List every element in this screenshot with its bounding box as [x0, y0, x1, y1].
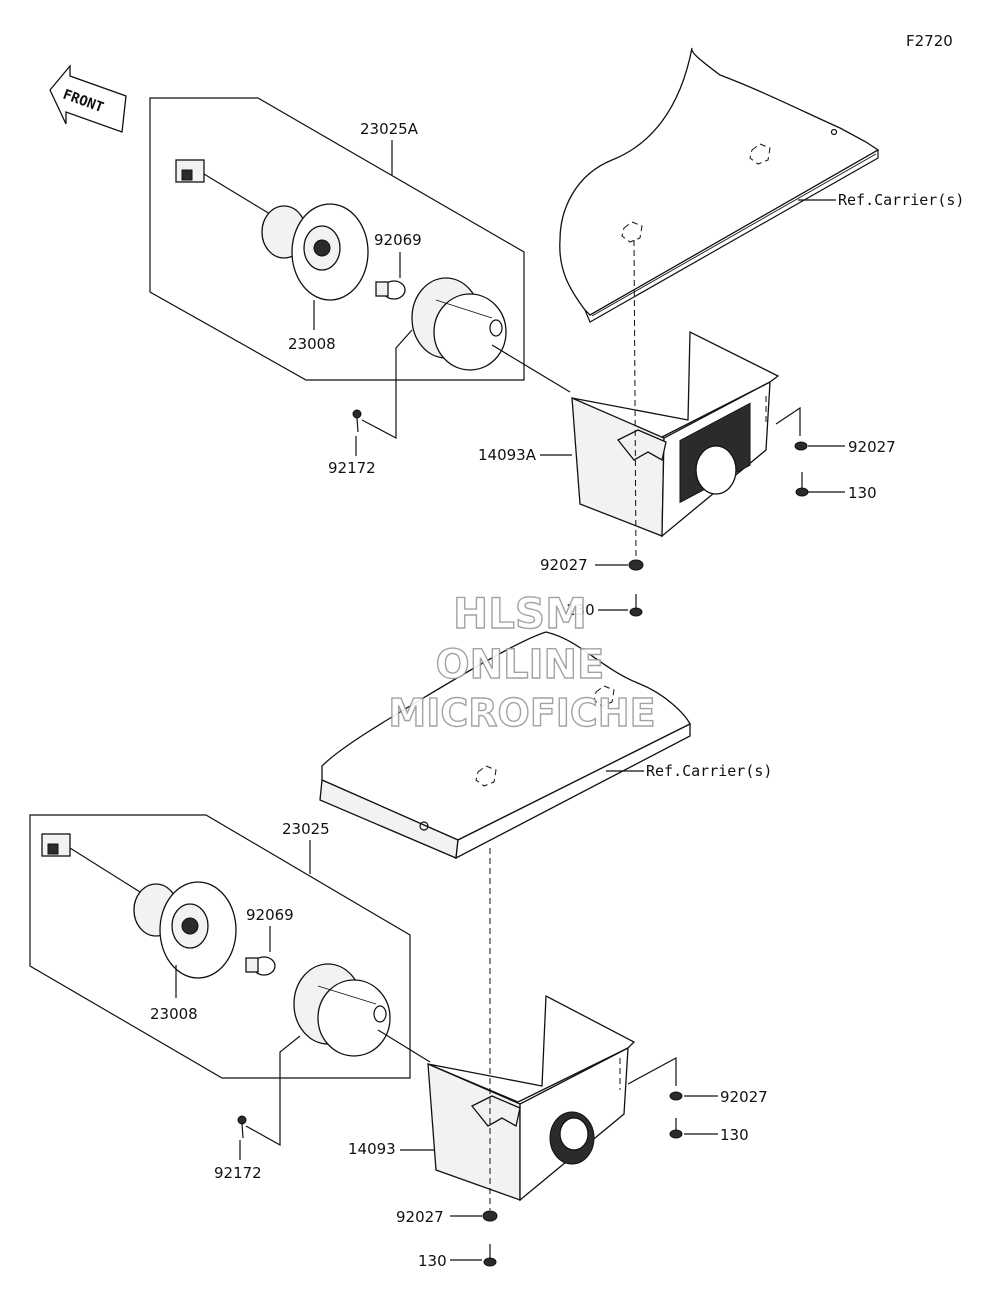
lower-right-nut-number: 92027: [720, 1088, 768, 1106]
lower-right-bolt-icon: [669, 1118, 683, 1139]
lower-bulb-number: 92069: [246, 906, 294, 924]
lower-screw-icon: [237, 1115, 247, 1139]
lower-kit-outline: [29, 814, 411, 1079]
upper-bracket-number: 14093A: [478, 446, 537, 464]
upper-screw-icon: [352, 409, 362, 433]
lower-lamp-housing: [293, 963, 391, 1057]
upper-bulb-icon: [375, 280, 406, 300]
diagram-code: F2720: [906, 32, 953, 50]
upper-socket-number: 23008: [288, 335, 336, 353]
upper-right-nut-icon: [794, 441, 808, 451]
lower-right-bolt-number: 130: [720, 1126, 749, 1144]
upper-bracket: [571, 330, 780, 538]
upper-bottom-nut-number: 92027: [540, 556, 588, 574]
front-arrow-icon: FRONT: [49, 64, 127, 133]
lower-right-nut-icon: [669, 1091, 683, 1101]
upper-lamp-housing: [411, 277, 507, 371]
lower-bulb-icon: [245, 956, 276, 976]
lower-lamp-kit-number: 23025: [282, 820, 330, 838]
watermark: HLSM ONLINE MICROFICHE: [388, 588, 657, 735]
upper-right-bolt-icon: [795, 472, 809, 497]
watermark-line2: ONLINE: [436, 642, 605, 688]
upper-bottom-nut-icon: [628, 559, 644, 571]
lower-screw-number: 92172: [214, 1164, 262, 1182]
upper-lamp-kit-number: 23025A: [360, 120, 419, 138]
upper-socket-harness: [175, 159, 369, 301]
upper-carrier: [559, 47, 880, 323]
upper-bottom-bolt-icon: [629, 594, 643, 617]
lower-socket-number: 23008: [150, 1005, 198, 1023]
lower-bottom-nut-icon: [482, 1210, 498, 1222]
upper-bottom-bolt-number: 130: [566, 601, 595, 619]
lower-carrier: [319, 631, 691, 860]
lower-bracket-number: 14093: [348, 1140, 396, 1158]
lower-bottom-nut-number: 92027: [396, 1208, 444, 1226]
lower-bottom-bolt-icon: [483, 1244, 497, 1267]
upper-right-nut-number: 92027: [848, 438, 896, 456]
upper-kit-outline: [149, 97, 525, 381]
lower-bottom-bolt-number: 130: [418, 1252, 447, 1270]
upper-bulb-number: 92069: [374, 231, 422, 249]
watermark-line3: MICROFICHE: [388, 691, 655, 735]
upper-screw-number: 92172: [328, 459, 376, 477]
lower-socket-harness: [41, 833, 237, 979]
upper-carrier-ref: Ref.Carrier(s): [838, 191, 964, 209]
upper-right-bolt-number: 130: [848, 484, 877, 502]
lower-carrier-ref: Ref.Carrier(s): [646, 762, 772, 780]
watermark-line1: HLSM: [453, 589, 587, 638]
lower-bracket: [427, 994, 636, 1202]
